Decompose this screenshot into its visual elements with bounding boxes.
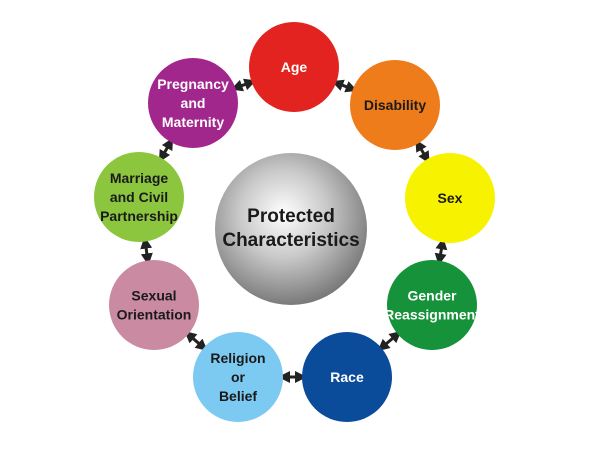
sex-label: Sex [438, 190, 463, 206]
gender-reassignment-label: Gender [407, 288, 457, 304]
gender-reassignment-circle [387, 260, 477, 350]
double-arrow-icon [140, 236, 153, 266]
sexual-orientation-label: Orientation [117, 307, 192, 323]
pregnancy-and-maternity-label: and [181, 95, 206, 111]
disability-circle [350, 60, 440, 150]
age-label: Age [281, 59, 308, 75]
node-race: Race [302, 332, 392, 422]
marriage-and-civil-partnership-label: and Civil [110, 189, 168, 205]
disability-label: Disability [364, 97, 426, 113]
gender-reassignment-label: Reassignment [384, 307, 480, 323]
node-disability: Disability [350, 60, 440, 150]
double-arrow-icon [184, 331, 208, 351]
sex-circle [405, 153, 495, 243]
age-circle [249, 22, 339, 112]
double-arrow-icon [377, 330, 402, 352]
center-label-line1: Protected [247, 206, 335, 227]
pregnancy-and-maternity-label: Pregnancy [157, 76, 229, 92]
double-arrow-icon [230, 78, 257, 92]
pregnancy-and-maternity-label: Maternity [162, 114, 224, 130]
pregnancy-and-maternity-circle [148, 58, 238, 148]
connector-arrows [140, 78, 448, 383]
religion-or-belief-label: Belief [219, 388, 257, 404]
marriage-and-civil-partnership-label: Marriage [110, 170, 169, 186]
marriage-and-civil-partnership-circle [94, 152, 184, 242]
sexual-orientation-label: Sexual [131, 288, 176, 304]
religion-or-belief-circle [193, 332, 283, 422]
double-arrow-icon [158, 137, 174, 163]
marriage-and-civil-partnership-label: Partnership [100, 208, 178, 224]
center-label-line2: Characteristics [222, 230, 359, 251]
religion-or-belief-label: Religion [210, 350, 265, 366]
node-age: Age [249, 22, 339, 112]
double-arrow-icon [434, 237, 448, 266]
center-node: Protected Characteristics [215, 153, 367, 305]
double-arrow-icon [415, 139, 430, 164]
center-circle [215, 153, 367, 305]
sexual-orientation-circle [109, 260, 199, 350]
double-arrow-icon [331, 79, 358, 93]
node-sex: Sex [405, 153, 495, 243]
religion-or-belief-label: or [231, 369, 246, 385]
race-label: Race [330, 369, 364, 385]
race-circle [302, 332, 392, 422]
